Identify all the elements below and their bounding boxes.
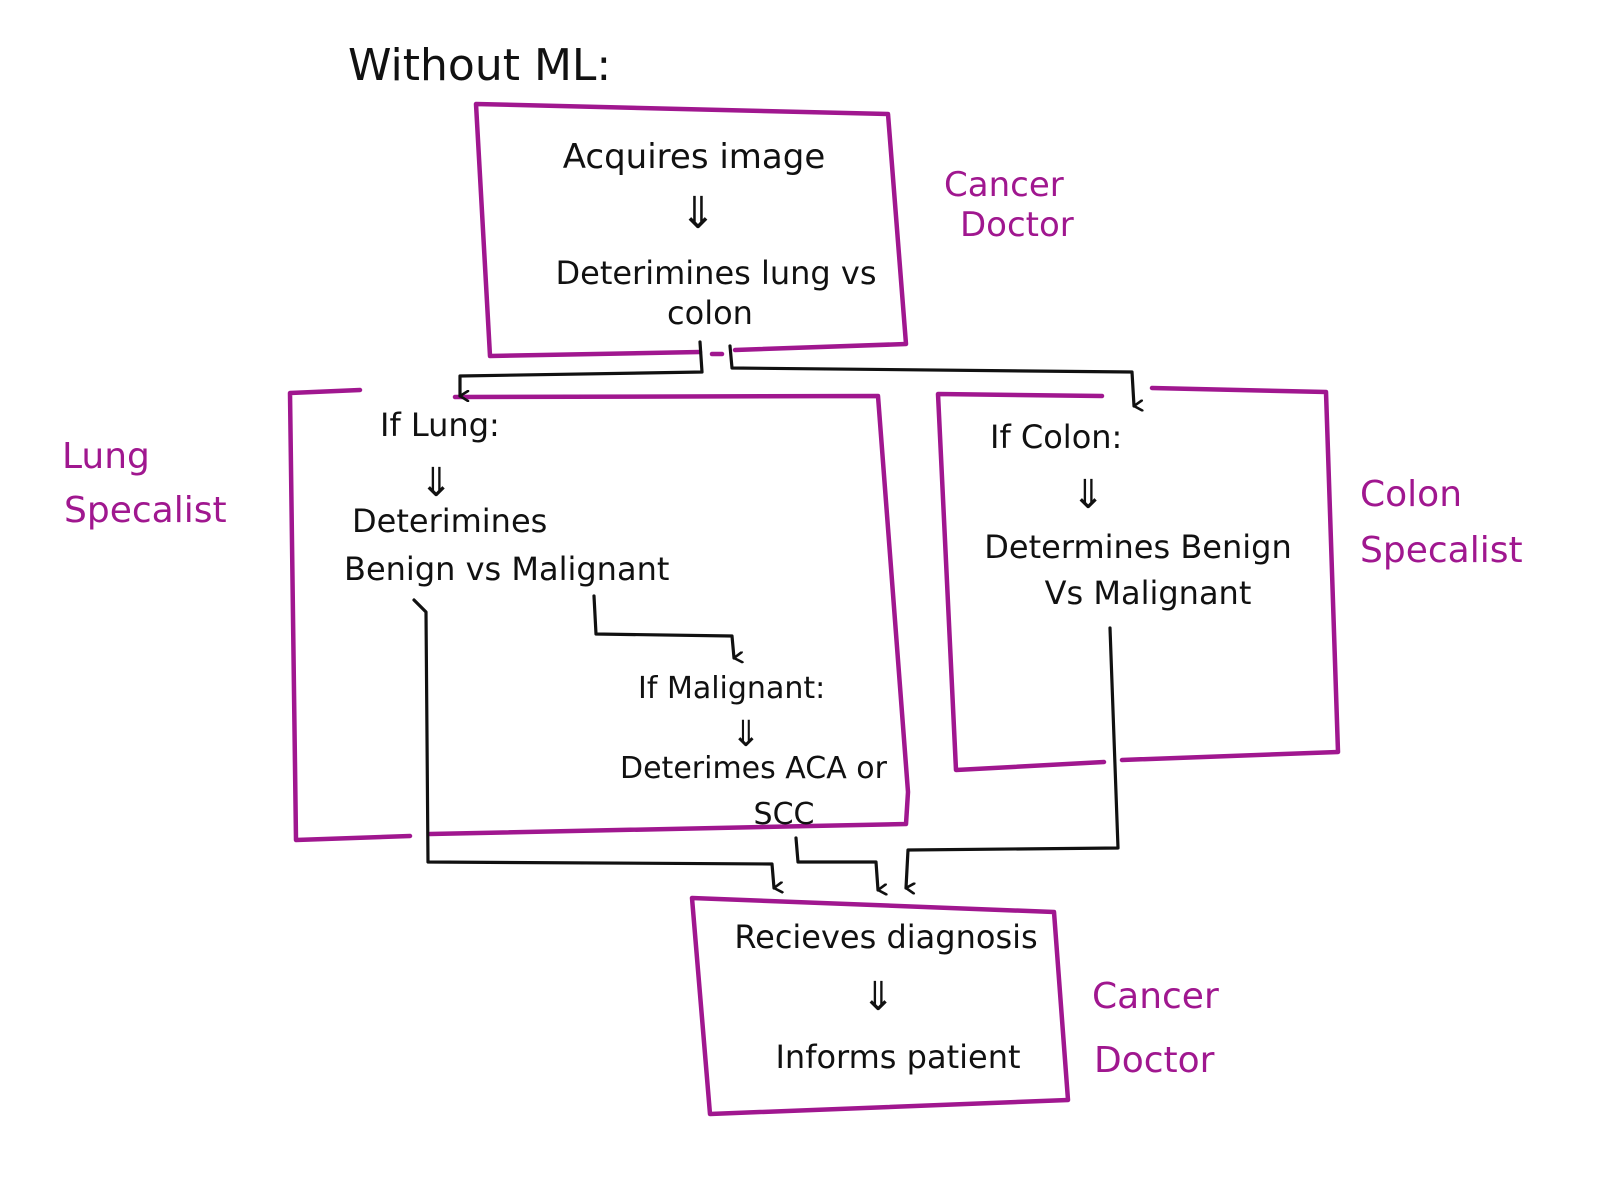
colon-box-role-line2: Specalist (1360, 530, 1523, 571)
colon-box-role-line1: Colon (1360, 474, 1462, 515)
lung-box-sub-step-line1: Deterimes ACA or (620, 751, 888, 786)
top-box-implies-symbol: ⇓ (680, 188, 717, 239)
arrow-lung-to-diagnosis (412, 598, 774, 888)
top-box-step2-line2: colon (667, 294, 753, 332)
colon-box-step-line1: Determines Benign (984, 528, 1291, 566)
arrow-top-to-lung (458, 340, 704, 396)
lung-box-condition: If Lung: (380, 406, 500, 444)
bottom-box-role-line1: Cancer (1092, 976, 1219, 1017)
lung-box-sub-step-line2: SCC (754, 797, 815, 832)
arrow-top-to-colon (728, 344, 1134, 406)
bottom-box-implies-symbol: ⇓ (861, 974, 895, 1020)
diagram-title: Without ML: (348, 40, 611, 91)
bottom-box-step1: Recieves diagnosis (734, 918, 1037, 956)
bottom-box-role-line2: Doctor (1094, 1040, 1215, 1081)
lung-box-sub-condition: If Malignant: (638, 671, 825, 706)
top-box-step1: Acquires image (563, 137, 826, 177)
bottom-box-step2: Informs patient (775, 1038, 1020, 1076)
lung-box (287, 387, 911, 843)
lung-box-implies-symbol: ⇓ (419, 460, 453, 506)
top-box-role-line2: Doctor (960, 205, 1074, 245)
lung-box-sub-implies-symbol: ⇓ (731, 714, 761, 755)
top-box (473, 101, 909, 359)
bottom-box (689, 895, 1071, 1117)
top-box-role-line1: Cancer (944, 165, 1064, 205)
lung-box-role-line2: Specalist (64, 490, 227, 531)
colon-box-condition: If Colon: (990, 418, 1122, 456)
arrow-scc-to-diagnosis (794, 836, 878, 890)
colon-box-implies-symbol: ⇓ (1071, 472, 1105, 518)
colon-box (935, 385, 1341, 773)
arrow-colon-to-diagnosis (904, 626, 1120, 888)
lung-box-role-line1: Lung (62, 436, 150, 477)
top-box-step2-line1: Deterimines lung vs (555, 254, 876, 292)
lung-box-step-line2: Benign vs Malignant (344, 550, 669, 588)
arrow-lung-to-malignant (592, 594, 734, 658)
colon-box-step-line2: Vs Malignant (1045, 574, 1252, 612)
lung-box-step-line1: Deterimines (352, 502, 547, 540)
